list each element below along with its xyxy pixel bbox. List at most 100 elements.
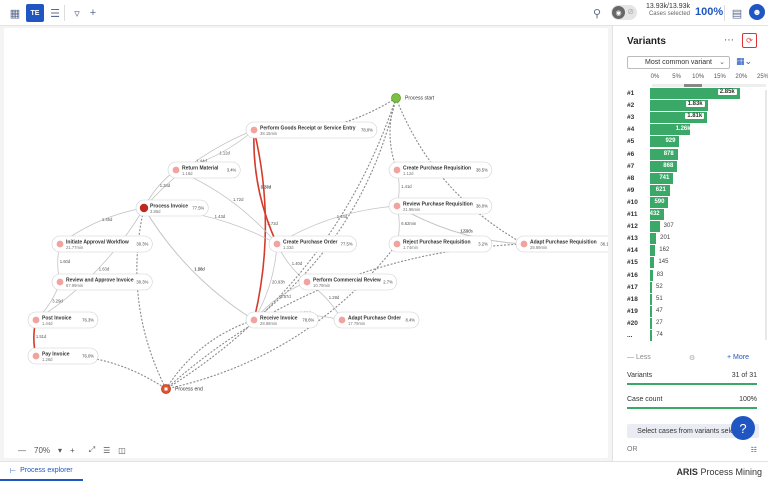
chart-type-icon[interactable]: ▦⌄ (736, 56, 753, 66)
document-icon[interactable]: ▤ (731, 7, 743, 20)
settings-icon[interactable]: ⚙ (689, 355, 696, 362)
node-box (27, 311, 99, 329)
variant-count: 1.83k (685, 101, 705, 108)
visibility-toggle[interactable]: ◉ ⊘ (611, 5, 637, 20)
add-icon[interactable]: + (89, 7, 97, 19)
filter-icon[interactable]: ▿ (74, 7, 80, 20)
variant-rank: #8 (627, 174, 635, 182)
variant-bar (650, 330, 653, 341)
node-duration: 1.18d (182, 171, 193, 176)
list-icon[interactable]: ☰ (50, 7, 60, 20)
variant-rank: #10 (627, 198, 638, 206)
node-pgr[interactable]: Perform Goods Receipt or Service Entry38… (245, 121, 378, 139)
zoom-out-button[interactable]: — (18, 445, 26, 455)
axis-scrollbar[interactable] (652, 84, 766, 87)
zoom-level[interactable]: 70% (34, 445, 51, 455)
zoom-search-icon[interactable]: ⚲ (592, 7, 602, 20)
toolbar-divider (64, 5, 65, 21)
node-box (268, 235, 357, 253)
node-label: Process Invoice (150, 204, 188, 210)
footer-operator[interactable]: OR (627, 446, 638, 453)
select-cases-button[interactable]: Select cases from variants selection (627, 424, 759, 438)
zoom-in-button[interactable]: + (70, 445, 75, 455)
table-view-badge: TE (30, 9, 40, 17)
variant-count: 52 (656, 283, 663, 290)
process-graph[interactable]: 1.12d1.44d3.72d3.37d1.38d1.34d1.72d1.45d… (4, 28, 608, 438)
variant-bar (650, 233, 657, 245)
fit-screen-icon[interactable]: ⤢ (88, 445, 96, 454)
node-start[interactable]: Process start (391, 93, 435, 103)
less-button[interactable]: — Less (627, 354, 651, 361)
zoom-dropdown-icon[interactable]: ▾ (58, 445, 63, 455)
layout-icon[interactable]: ◫ (118, 445, 126, 455)
node-label: Receive Invoice (260, 316, 298, 322)
reset-filter-button[interactable]: ⟳ (742, 33, 757, 48)
edge-label: 1.38d (261, 184, 272, 189)
variant-bar (650, 293, 652, 305)
axis-scroll-thumb[interactable] (684, 84, 702, 87)
node-duration: 28.89min (530, 245, 548, 250)
variant-sort-dropdown[interactable]: Most common variant ⌄ (627, 56, 730, 69)
node-duration: 38.15min (260, 131, 278, 136)
node-duration: 3.85d (150, 209, 161, 214)
user-avatar[interactable]: ☻ (749, 4, 765, 20)
grid-menu-icon[interactable]: ▦ (9, 7, 21, 20)
more-button[interactable]: + More (727, 354, 749, 361)
node-end[interactable]: Process end (161, 384, 204, 394)
edge-pinv-post (35, 207, 145, 321)
table-view-button[interactable]: TE (26, 4, 44, 22)
node-box (51, 235, 153, 253)
node-box (388, 161, 493, 179)
variant-rank: #7 (627, 162, 635, 170)
tree-icon[interactable]: ☷ (750, 447, 757, 454)
tab-process-explorer[interactable]: ⊢ Process explorer (0, 462, 83, 481)
layers-icon[interactable]: ☰ (103, 445, 111, 455)
edge-pinv-rcv (143, 207, 255, 321)
node-label: Pay Invoice (42, 352, 70, 358)
variant-row[interactable]: ...74 (627, 330, 765, 342)
edge-start-apr (395, 97, 525, 245)
help-button[interactable]: ? (731, 416, 755, 440)
more-options-icon[interactable]: ⋯ (724, 35, 734, 46)
variant-list-scrollbar[interactable] (765, 90, 767, 340)
node-label: Process start (405, 96, 435, 102)
variant-bar (650, 221, 660, 233)
